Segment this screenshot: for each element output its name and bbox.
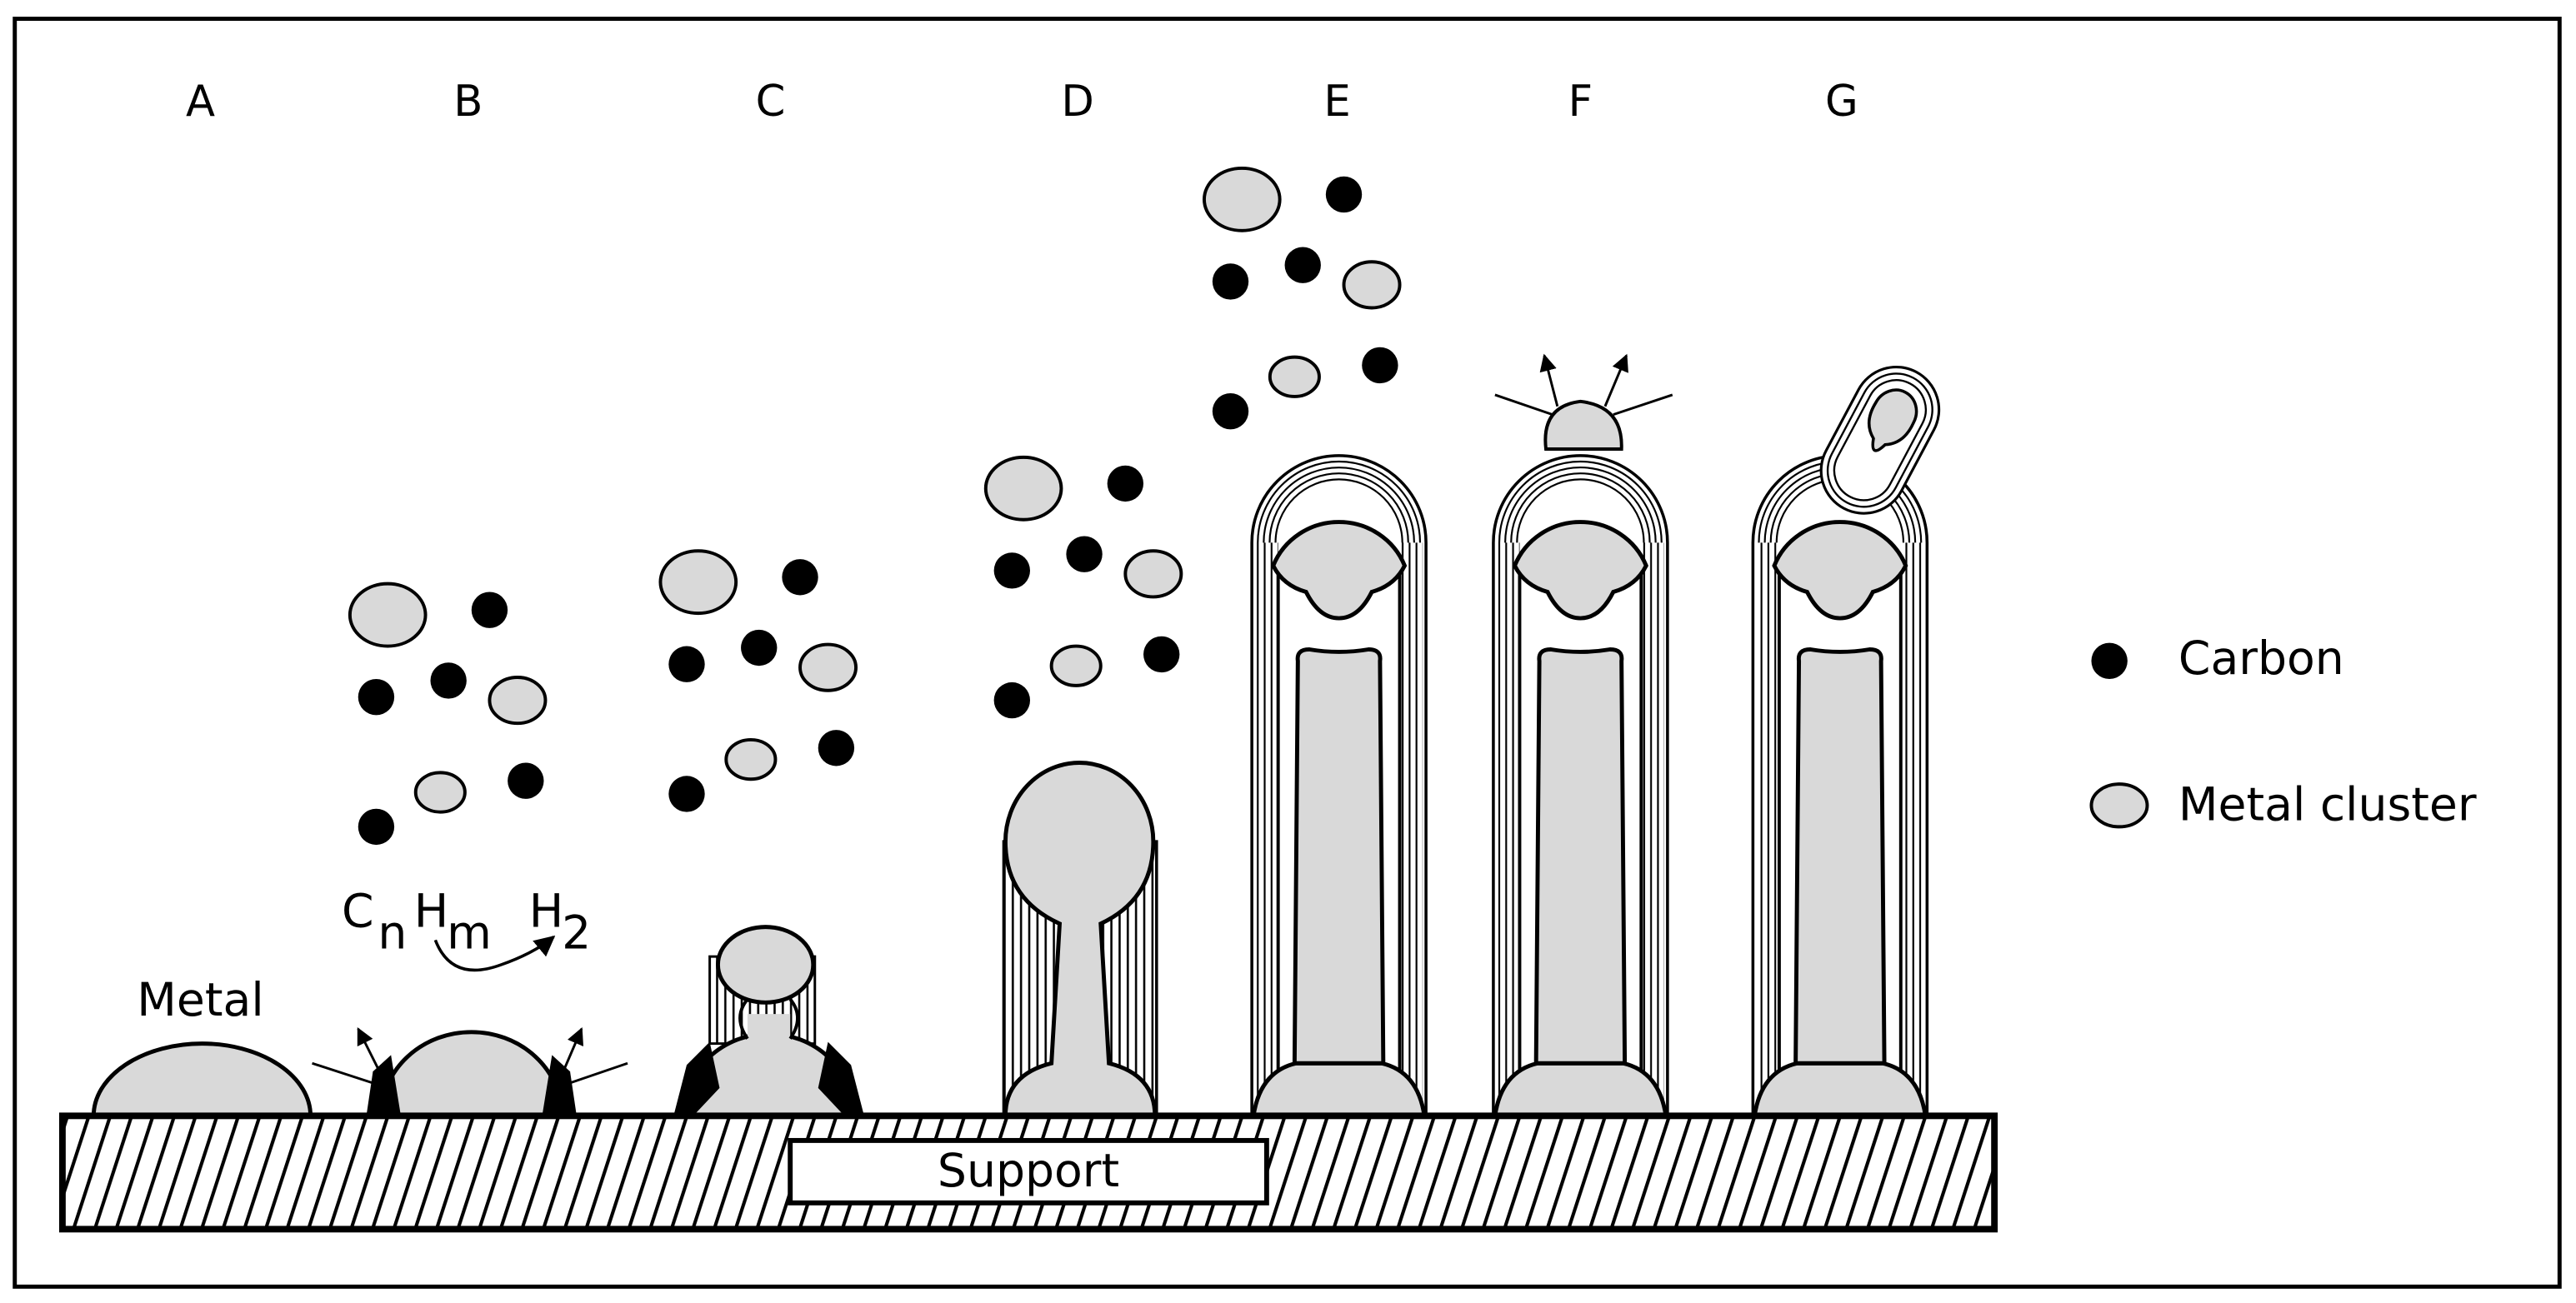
stage-f-nanotube (1492, 454, 1669, 1118)
metal-cluster (1268, 355, 1321, 398)
carbon-atom (1143, 636, 1180, 673)
legend-metal-cluster-marker (2089, 782, 2149, 829)
metal-cluster (348, 582, 428, 648)
legend-carbon-marker (2091, 642, 2128, 679)
carbon-atom (668, 646, 705, 682)
carbon-atom (358, 678, 395, 716)
carbon-atom (1107, 465, 1144, 502)
carbon-atom (782, 559, 818, 596)
product-sub-2: 2 (562, 906, 591, 960)
carbon-atom (358, 808, 395, 846)
stage-label-g: G (1825, 77, 1858, 127)
stage-a-metal-particle (91, 1041, 313, 1118)
metal-cluster (488, 676, 548, 726)
legend: Carbon Metal cluster (2089, 632, 2477, 832)
stage-f-detached-cluster (1494, 353, 1673, 451)
carbon-atom (668, 776, 705, 812)
reactant-h: H (414, 886, 449, 939)
carbon-atom (1284, 247, 1321, 283)
carbon-atom (993, 552, 1031, 589)
carbon-atom (1212, 392, 1249, 430)
carbon-atom (741, 629, 778, 666)
metal-cluster (1123, 549, 1183, 599)
reaction-formula: C n H m H 2 (342, 886, 591, 972)
carbon-atom (993, 681, 1031, 719)
metal-cluster (1342, 260, 1402, 310)
stage-b-particle-decomposition (312, 1026, 628, 1118)
stage-label-a: A (186, 77, 215, 127)
carbon-atom (818, 730, 855, 766)
stage-c-nucleation (673, 925, 864, 1118)
carbon-atom (430, 662, 467, 699)
particle-cloud-d (983, 455, 1183, 719)
support-label-box (788, 1137, 1269, 1206)
particle-cloud-e (1202, 166, 1402, 430)
carbon-atom (471, 592, 508, 628)
stage-g-encapsulated-cluster (1819, 365, 1941, 515)
metal-label: Metal (137, 974, 263, 1027)
carbon-atom (1066, 536, 1103, 572)
carbon-atom (508, 762, 544, 799)
support-label: Support (938, 1145, 1119, 1198)
stage-label-c: C (756, 77, 786, 127)
stage-label-b: B (453, 77, 483, 127)
reactant-c: C (342, 886, 374, 939)
particle-cloud-c (658, 549, 858, 812)
carbon-atom (1325, 176, 1363, 213)
product-h: H (529, 886, 564, 939)
metal-cluster (1202, 166, 1282, 232)
stage-e-nanotube (1250, 454, 1428, 1118)
legend-metal-cluster-label: Metal cluster (2178, 779, 2477, 832)
metal-cluster (658, 549, 738, 616)
stage-label-e: E (1323, 77, 1350, 127)
stage-d-nanotube (1002, 761, 1158, 1118)
reactant-sub-m: m (447, 906, 492, 960)
stage-label-f: F (1568, 77, 1593, 127)
particle-cloud-b (348, 582, 548, 846)
metal-cluster (413, 771, 467, 814)
particle-clouds (348, 166, 1402, 846)
metal-cluster (983, 455, 1063, 522)
carbon-atom (1212, 263, 1249, 300)
metal-cluster (1049, 644, 1103, 687)
reactant-sub-n: n (378, 906, 407, 960)
legend-carbon-label: Carbon (2178, 632, 2344, 686)
metal-cluster (724, 737, 778, 781)
metal-cluster (798, 642, 858, 692)
stage-label-d: D (1061, 77, 1093, 127)
carbon-atom (1362, 347, 1398, 384)
reaction-arrow (433, 935, 556, 972)
stage-g-nanotube (1751, 454, 1929, 1118)
